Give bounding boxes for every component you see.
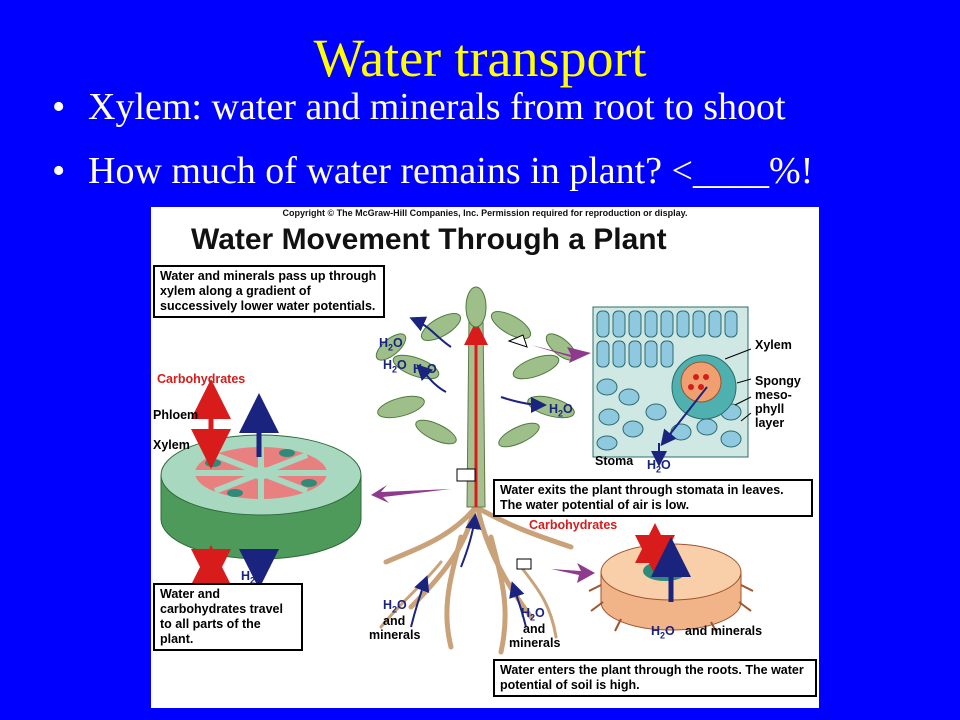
leaf-cross-section [592,306,752,467]
caption-stomata: Water exits the plant through stomata in… [493,479,813,517]
h2o-label: H2O [549,402,573,419]
plant-diagram-figure: Copyright © The McGraw-Hill Companies, I… [151,207,819,708]
plant-roots [379,494,574,655]
meso-label: meso- [755,388,792,402]
phloem-label: Phloem [153,408,199,422]
stem-transport-arrows [191,379,279,589]
h2o-label: H2O [379,336,403,353]
and-label: and [383,614,406,628]
phyll-label: phyll [755,402,785,416]
h2o-label: H2O [521,606,545,623]
caption-xylem-gradient: Water and minerals pass up through xylem… [153,265,385,318]
plant-leaves [375,286,577,448]
h2o-label: H2O [651,624,675,641]
slide-title: Water transport [313,28,647,88]
h2o-label: H2O [413,362,437,379]
minerals-label: minerals [509,636,561,650]
bullet-list: • Xylem: water and minerals from root to… [52,84,813,212]
magnifier-markers [456,334,532,570]
carbohydrates-label: Carbohydrates [157,372,246,386]
minerals-label: minerals [369,628,421,642]
bullet-text: How much of water remains in plant? <___… [88,150,814,192]
zoom-arrows [371,345,595,583]
carbohydrates-root-label: Carbohydrates [529,518,618,532]
transpiration-arrows [409,316,547,628]
and-label: and [523,622,546,636]
caption-roots: Water enters the plant through the roots… [493,659,817,697]
bullet-symbol: • [52,86,66,128]
h2o-label: H2O [647,458,671,475]
bullet-symbol: • [52,150,66,192]
h2o-label: H2O [241,569,265,586]
spongy-label: Spongy [755,374,801,388]
root-cross-section [588,523,754,634]
h2o-label: H2O [383,358,407,375]
bullet-text: Xylem: water and minerals from root to s… [88,86,786,128]
stoma-label: Stoma [595,454,634,468]
figure-title: Water Movement Through a Plant [191,223,667,256]
copyright-notice: Copyright © The McGraw-Hill Companies, I… [282,208,688,218]
xylem-label: Xylem [153,438,190,452]
caption-phloem-travel: Water and carbohydrates travel to all pa… [153,583,303,651]
bullet-item: • Xylem: water and minerals from root to… [52,84,813,148]
plant-diagram-illustration [160,286,754,655]
layer-label: layer [755,416,785,430]
h2o-label: H2O [383,598,407,615]
xylem-leaf-label: Xylem [755,338,792,352]
bullet-item: • How much of water remains in plant? <_… [52,148,813,212]
and-minerals-label: and minerals [685,624,763,638]
